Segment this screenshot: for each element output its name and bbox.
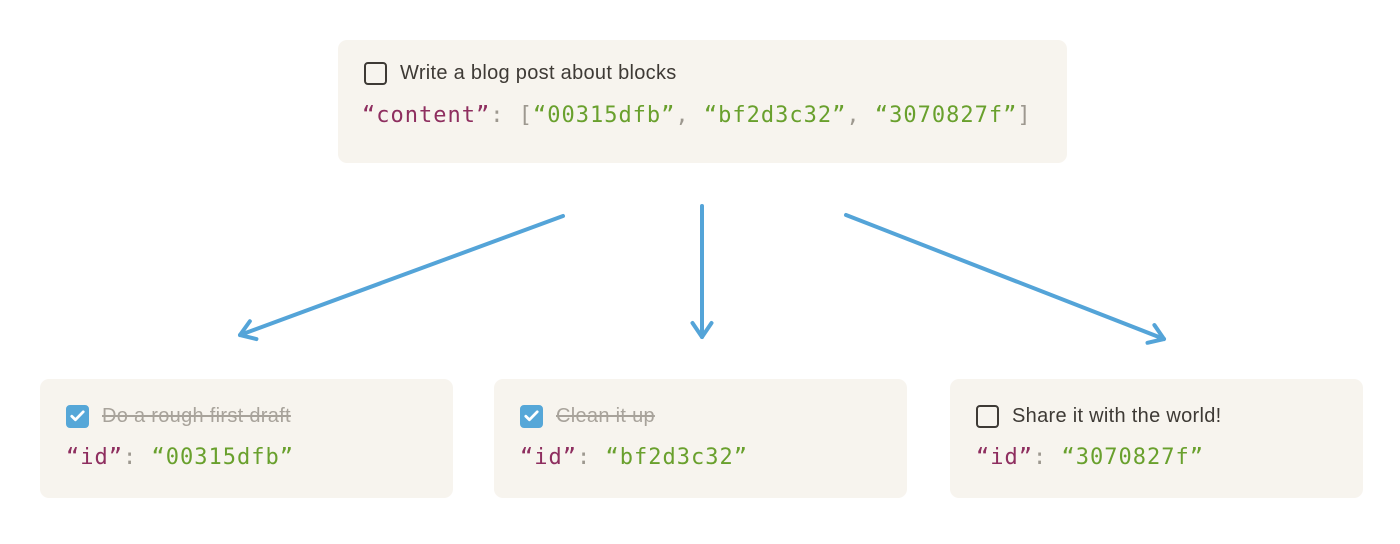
code-token-string: “3070827f” <box>1061 445 1204 470</box>
code-token-key: “id” <box>520 445 577 470</box>
child-1-code-line: “id”: “00315dfb” <box>66 444 427 472</box>
code-token-key: “id” <box>976 445 1033 470</box>
arrow-to-child-1-icon <box>238 214 565 342</box>
code-token-string: “bf2d3c32” <box>605 445 748 470</box>
child-3-todo-item: Share it with the world! <box>976 404 1337 428</box>
code-token-string: “00315dfb” <box>151 445 294 470</box>
code-token-string: “00315dfb” <box>532 103 676 128</box>
arrow-to-child-3-icon <box>844 213 1166 345</box>
code-token-punct: , <box>675 103 704 128</box>
child-2-code-line: “id”: “bf2d3c32” <box>520 444 881 472</box>
child-2-todo-checkbox[interactable] <box>520 404 543 428</box>
code-token-punct: [ <box>518 103 533 128</box>
child-2-todo-label: Clean it up <box>556 404 655 427</box>
child-3-code-line: “id”: “3070827f” <box>976 444 1337 472</box>
code-token-string: “bf2d3c32” <box>703 103 847 128</box>
code-token-string: “3070827f” <box>874 103 1018 128</box>
code-token-key: “content” <box>362 103 491 128</box>
parent-code-line: “content”: [“00315dfb”, “bf2d3c32”, “307… <box>362 102 1041 130</box>
code-token-punct: : <box>490 103 519 128</box>
parent-todo-checkbox[interactable] <box>364 61 387 85</box>
child-block-card-1: Do a rough first draft “id”: “00315dfb” <box>40 379 453 498</box>
child-3-todo-checkbox[interactable] <box>976 404 999 428</box>
check-icon <box>524 410 539 422</box>
child-1-todo-checkbox[interactable] <box>66 404 89 428</box>
parent-todo-item: Write a blog post about blocks <box>364 61 1041 85</box>
child-1-todo-item: Do a rough first draft <box>66 404 427 428</box>
code-token-punct: : <box>576 445 606 470</box>
child-3-todo-label: Share it with the world! <box>1012 404 1222 427</box>
child-2-todo-item: Clean it up <box>520 404 881 428</box>
code-token-key: “id” <box>66 445 123 470</box>
child-block-card-2: Clean it up “id”: “bf2d3c32” <box>494 379 907 498</box>
parent-todo-label: Write a blog post about blocks <box>400 61 677 84</box>
check-icon <box>70 410 85 422</box>
code-token-punct: ] <box>1017 103 1032 128</box>
child-block-card-3: Share it with the world! “id”: “3070827f… <box>950 379 1363 498</box>
code-token-punct: : <box>122 445 152 470</box>
code-token-punct: , <box>846 103 875 128</box>
parent-block-card: Write a blog post about blocks “content”… <box>338 40 1067 163</box>
code-token-punct: : <box>1032 445 1062 470</box>
child-1-todo-label: Do a rough first draft <box>102 404 291 427</box>
